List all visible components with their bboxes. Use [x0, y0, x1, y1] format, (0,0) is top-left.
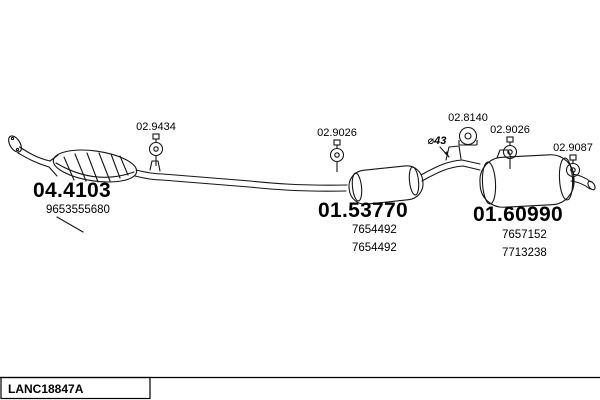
clamp-tail-code: 02.9087	[553, 142, 593, 154]
clamp-icon-mid	[329, 139, 345, 173]
clamp-front-code: 02.9434	[136, 121, 176, 133]
rear-muffler	[479, 149, 575, 208]
downpipe	[18, 146, 51, 162]
title-block	[0, 376, 600, 400]
mid-muffler-code: 01.53770	[318, 199, 408, 222]
catalyst-part-number: 9653555680	[46, 204, 110, 216]
leader-line	[56, 216, 84, 233]
clamp-rear-code: 02.9026	[490, 124, 530, 136]
rear-pipe-lower	[421, 165, 481, 182]
rear-pipe	[420, 159, 481, 176]
pipe-diameter-note: ⌀43	[428, 135, 447, 147]
exhaust-line-drawing	[8, 135, 596, 233]
mid-muffler-part-number-2: 7654492	[352, 242, 397, 254]
diameter-arrowhead	[444, 151, 449, 157]
intermediate-pipe	[135, 169, 348, 186]
clamp-mid-code: 02.9026	[317, 127, 357, 139]
mid-muffler-part-number-1: 7654492	[352, 224, 397, 236]
rear-muffler-part-number-2: 7713238	[502, 247, 547, 259]
drawing-number: LANC18847A	[8, 382, 84, 396]
hanger-code: 02.8140	[448, 112, 488, 124]
catalyst-code: 04.4103	[33, 179, 111, 202]
intermediate-pipe-lower	[134, 175, 347, 192]
catalytic-converter	[52, 149, 138, 183]
hanger-tab-front	[149, 160, 161, 172]
rear-muffler-part-number-1: 7657152	[502, 229, 547, 241]
downpipe-lower	[17, 152, 50, 168]
rubber-hanger-icon	[458, 126, 478, 146]
rear-muffler-code: 01.60990	[473, 203, 563, 226]
clamp-icon-rear	[502, 136, 518, 170]
hanger-tab-mid	[445, 145, 462, 161]
front-flange	[8, 135, 22, 153]
